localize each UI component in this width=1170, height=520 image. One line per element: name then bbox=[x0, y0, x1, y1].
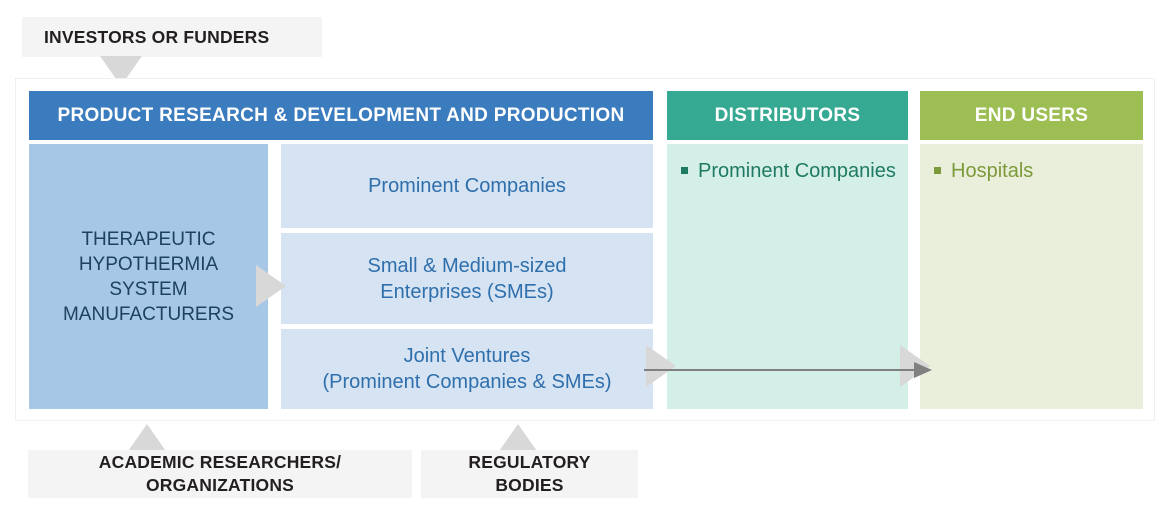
sub-box-smes: Small & Medium-sized Enterprises (SMEs) bbox=[281, 233, 653, 324]
column-distributors: DISTRIBUTORS Prominent Companies bbox=[667, 91, 908, 409]
chip-academic-line-2: ORGANIZATIONS bbox=[145, 475, 295, 495]
bullet-square-icon bbox=[681, 167, 688, 174]
chip-academic-line-1: ACADEMIC RESEARCHERS/ bbox=[98, 452, 342, 472]
column-header-end-users: END USERS bbox=[920, 91, 1143, 140]
distributors-bullet-0: Prominent Companies bbox=[698, 160, 896, 182]
value-chain-frame: PRODUCT RESEARCH & DEVELOPMENT AND PRODU… bbox=[15, 78, 1155, 421]
arrow-right-production-to-distributors-icon bbox=[646, 345, 676, 387]
column-body-product-rnd: THERAPEUTIC HYPOTHERMIA SYSTEM MANUFACTU… bbox=[29, 144, 653, 409]
chip-academic-researchers: ACADEMIC RESEARCHERS/ ORGANIZATIONS bbox=[28, 450, 412, 498]
sub-box-joint-ventures: Joint Ventures (Prominent Companies & SM… bbox=[281, 329, 653, 409]
column-product-research-development: PRODUCT RESEARCH & DEVELOPMENT AND PRODU… bbox=[29, 91, 653, 409]
column-end-users: END USERS Hospitals bbox=[920, 91, 1143, 409]
sub-box-1-line-1: Small & Medium-sized bbox=[367, 254, 567, 277]
sub-box-2-line-1: Joint Ventures bbox=[403, 345, 531, 367]
arrow-up-regulatory-icon bbox=[497, 424, 539, 454]
manufacturers-line-3: SYSTEM bbox=[109, 278, 188, 300]
chip-investors-or-funders: INVESTORS OR FUNDERS bbox=[22, 17, 322, 57]
list-item: Prominent Companies bbox=[681, 158, 898, 184]
manufacturers-line-1: THERAPEUTIC bbox=[81, 228, 216, 250]
arrow-up-academic-icon bbox=[126, 424, 168, 454]
manufacturers-line-2: HYPOTHERMIA bbox=[78, 253, 219, 275]
sub-box-0-line-1: Prominent Companies bbox=[368, 175, 566, 197]
column-body-distributors: Prominent Companies bbox=[667, 144, 908, 409]
chip-investors-label: INVESTORS OR FUNDERS bbox=[44, 26, 270, 47]
column-header-distributors: DISTRIBUTORS bbox=[667, 91, 908, 140]
list-item: Hospitals bbox=[934, 158, 1133, 184]
chip-regulatory-bodies: REGULATORY BODIES bbox=[421, 450, 638, 498]
column-body-end-users: Hospitals bbox=[920, 144, 1143, 409]
distributors-bullet-list: Prominent Companies bbox=[667, 144, 908, 184]
sub-box-2-line-2: (Prominent Companies & SMEs) bbox=[322, 371, 612, 393]
end-users-bullet-0: Hospitals bbox=[951, 160, 1034, 182]
manufacturers-line-4: MANUFACTURERS bbox=[62, 303, 234, 325]
connector-arrow-joint-ventures-to-end-users-icon bbox=[644, 362, 932, 378]
column-header-product-rnd: PRODUCT RESEARCH & DEVELOPMENT AND PRODU… bbox=[29, 91, 653, 140]
manufacturers-block: THERAPEUTIC HYPOTHERMIA SYSTEM MANUFACTU… bbox=[29, 144, 268, 409]
sub-box-prominent-companies: Prominent Companies bbox=[281, 144, 653, 228]
manufacturer-subcategories: Prominent Companies Small & Medium-sized… bbox=[281, 144, 653, 409]
arrow-right-manufacturers-to-subcategories-icon bbox=[256, 265, 286, 307]
chip-regulatory-line-2: BODIES bbox=[495, 475, 564, 495]
end-users-bullet-list: Hospitals bbox=[920, 144, 1143, 184]
bullet-square-icon bbox=[934, 167, 941, 174]
chip-regulatory-line-1: REGULATORY bbox=[468, 452, 591, 472]
sub-box-1-line-2: Enterprises (SMEs) bbox=[380, 280, 554, 303]
